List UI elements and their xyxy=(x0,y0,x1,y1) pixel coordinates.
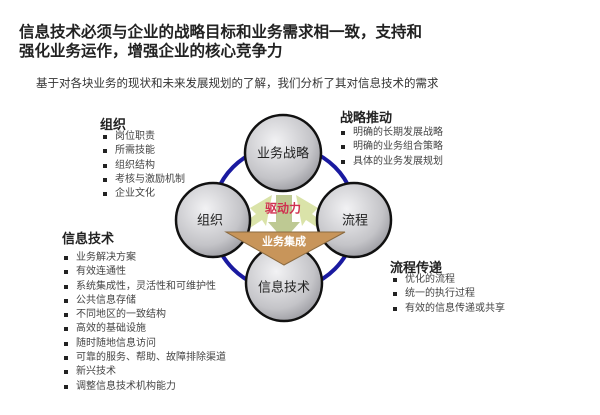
node-process xyxy=(315,181,393,259)
list-item: 明确的业务组合策略 xyxy=(341,140,443,154)
node-strategy xyxy=(243,113,323,193)
list-item: 新兴技术 xyxy=(64,365,226,379)
organization-heading: 组织 xyxy=(100,118,127,133)
node-organization xyxy=(174,181,252,259)
strategy-list: 明确的长期发展战略 明确的业务组合策略 具体的业务发展规划 xyxy=(341,126,443,169)
node-strategy-label: 业务战略 xyxy=(257,146,309,162)
title-line-1: 信息技术必须与企业的战略目标和业务需求相一致，支持和 xyxy=(19,22,423,41)
list-item: 具体的业务发展规划 xyxy=(341,155,443,169)
list-item: 可靠的服务、帮助、故障排除渠道 xyxy=(64,351,226,365)
list-item: 岗位职责 xyxy=(103,130,185,144)
strategy-heading: 战略推动 xyxy=(340,111,393,126)
list-item: 有效连通性 xyxy=(64,265,226,279)
list-item: 调整信息技术机构能力 xyxy=(64,380,226,394)
list-item: 公共信息存储 xyxy=(64,294,226,308)
node-it-label: 信息技术 xyxy=(258,280,310,296)
list-item: 统一的执行过程 xyxy=(393,287,505,301)
node-process-label: 流程 xyxy=(342,214,368,229)
organization-list: 岗位职责 所需技能 组织结构 考核与激励机制 企业文化 xyxy=(103,130,185,201)
list-item: 明确的长期发展战略 xyxy=(341,126,443,140)
subtitle: 基于对各块业务的现状和未来发展规划的了解，我们分析了其对信息技术的需求 xyxy=(36,76,439,90)
list-item: 系统集成性，灵活性和可维护性 xyxy=(64,280,226,294)
title-line-2: 强化业务运作，增强企业的核心竞争力 xyxy=(19,41,283,60)
list-item: 高效的基础设施 xyxy=(64,322,226,336)
integration-triangle xyxy=(224,231,346,266)
integration-label: 业务集成 xyxy=(262,234,306,248)
list-item: 不同地区的一致结构 xyxy=(64,308,226,322)
list-item: 所需技能 xyxy=(103,144,185,158)
list-item: 企业文化 xyxy=(103,187,185,201)
process-list: 优化的流程 统一的执行过程 有效的信息传递或共享 xyxy=(393,273,505,316)
list-item: 随时随地信息访问 xyxy=(64,337,226,351)
list-item: 有效的信息传递或共享 xyxy=(393,302,505,316)
list-item: 考核与激励机制 xyxy=(103,173,185,187)
driver-label: 驱动力 xyxy=(265,201,301,216)
list-item: 业务解决方案 xyxy=(64,251,226,265)
page-title: 信息技术必须与企业的战略目标和业务需求相一致，支持和 强化业务运作，增强企业的核… xyxy=(19,22,422,60)
process-heading: 流程传递 xyxy=(390,261,443,276)
it-list: 业务解决方案 有效连通性 系统集成性，灵活性和可维护性 公共信息存储 不同地区的… xyxy=(64,251,226,394)
arrow-down xyxy=(268,195,300,240)
list-item: 组织结构 xyxy=(103,159,185,173)
it-heading: 信息技术 xyxy=(62,232,115,247)
node-organization-label: 组织 xyxy=(197,214,223,229)
list-item: 优化的流程 xyxy=(393,273,505,287)
